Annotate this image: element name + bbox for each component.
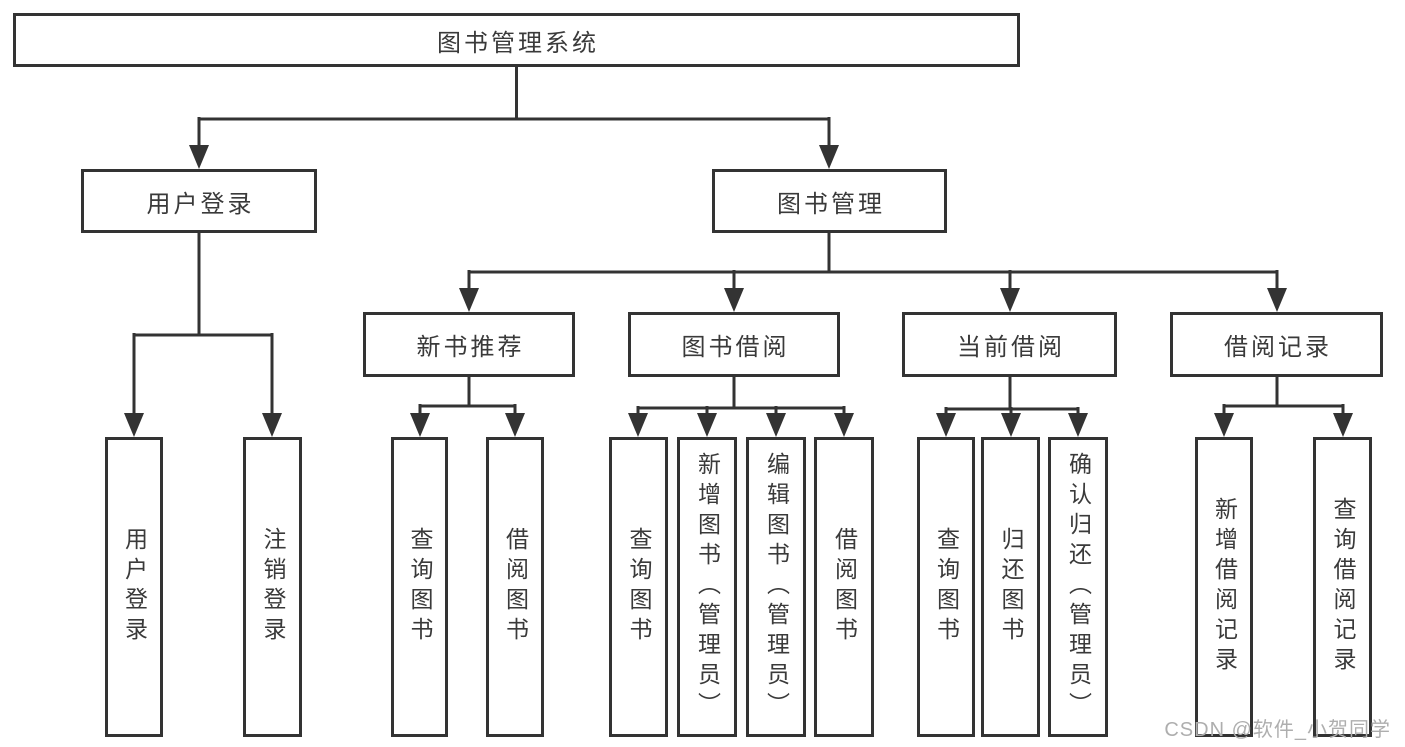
node-leaf-query-borrow-record: 查询借阅记录 xyxy=(1313,437,1372,737)
node-label: 归还图书 xyxy=(998,527,1024,647)
node-label: 编辑图书（管理员） xyxy=(763,452,790,722)
node-label: 确认归还（管理员） xyxy=(1065,452,1092,722)
connector-root-to-level2 xyxy=(189,67,839,169)
node-current-borrow: 当前借阅 xyxy=(902,312,1117,377)
node-label: 新增借阅记录 xyxy=(1211,497,1238,677)
node-leaf-query-books-1: 查询图书 xyxy=(391,437,448,737)
node-label: 图书管理系统 xyxy=(437,29,599,57)
node-leaf-user-login: 用户登录 xyxy=(105,437,163,737)
node-label: 查询图书 xyxy=(626,527,652,647)
node-leaf-confirm-return-admin: 确认归还（管理员） xyxy=(1048,437,1108,737)
node-label: 注销登录 xyxy=(260,527,286,647)
node-label: 新增图书（管理员） xyxy=(694,452,721,722)
node-book-management-branch: 图书管理 xyxy=(712,169,947,233)
connector-bookborrow-children xyxy=(628,377,854,437)
node-label: 图书借阅 xyxy=(681,334,790,361)
node-leaf-add-books-admin: 新增图书（管理员） xyxy=(677,437,737,737)
node-leaf-add-borrow-record: 新增借阅记录 xyxy=(1195,437,1253,737)
node-leaf-borrow-books-1: 借阅图书 xyxy=(486,437,544,737)
node-leaf-query-books-3: 查询图书 xyxy=(917,437,975,737)
node-label: 借阅记录 xyxy=(1224,334,1332,361)
node-label: 查询图书 xyxy=(407,527,433,647)
connector-currentborrow-children xyxy=(936,377,1088,437)
node-user-login-branch: 用户登录 xyxy=(81,169,317,233)
node-root-library-system: 图书管理系统 xyxy=(13,13,1020,67)
node-borrow-record: 借阅记录 xyxy=(1170,312,1383,377)
node-label: 查询图书 xyxy=(933,527,960,647)
csdn-watermark: CSDN @软件_小贺同学 xyxy=(1164,719,1391,741)
node-leaf-borrow-books-2: 借阅图书 xyxy=(814,437,874,737)
node-leaf-query-books-2: 查询图书 xyxy=(609,437,668,737)
connector-newbook-children xyxy=(410,377,525,437)
node-label: 借阅图书 xyxy=(831,527,858,647)
node-label: 当前借阅 xyxy=(957,334,1065,361)
node-new-book-recommend: 新书推荐 xyxy=(363,312,575,377)
node-label: 用户登录 xyxy=(146,190,255,218)
connector-bookmgmt-to-level3 xyxy=(459,233,1287,312)
connector-borrowrecord-children xyxy=(1214,377,1353,437)
node-label: 借阅图书 xyxy=(502,527,529,647)
connector-userlogin-children xyxy=(124,233,282,437)
node-leaf-edit-books-admin: 编辑图书（管理员） xyxy=(746,437,806,737)
node-book-borrow: 图书借阅 xyxy=(628,312,840,377)
node-label: 用户登录 xyxy=(121,527,148,647)
node-label: 查询借阅记录 xyxy=(1330,497,1356,677)
node-leaf-logout: 注销登录 xyxy=(243,437,302,737)
node-leaf-return-books: 归还图书 xyxy=(981,437,1040,737)
node-label: 新书推荐 xyxy=(416,334,525,361)
node-label: 图书管理 xyxy=(777,190,885,218)
